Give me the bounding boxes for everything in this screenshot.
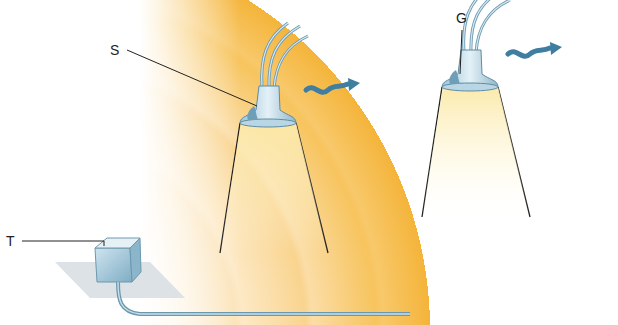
leader-line: [22, 241, 104, 246]
leader-line: [460, 30, 462, 74]
part-label: G: [456, 10, 467, 26]
wave-field: [40, 0, 430, 325]
cable: [118, 282, 410, 314]
probe-in-field: [220, 23, 360, 253]
part-label: T: [6, 233, 15, 249]
probe-outside-field: [422, 0, 562, 217]
leader-line: [127, 50, 257, 106]
transmitter-cube: [95, 238, 141, 282]
part-label: S: [110, 42, 119, 58]
